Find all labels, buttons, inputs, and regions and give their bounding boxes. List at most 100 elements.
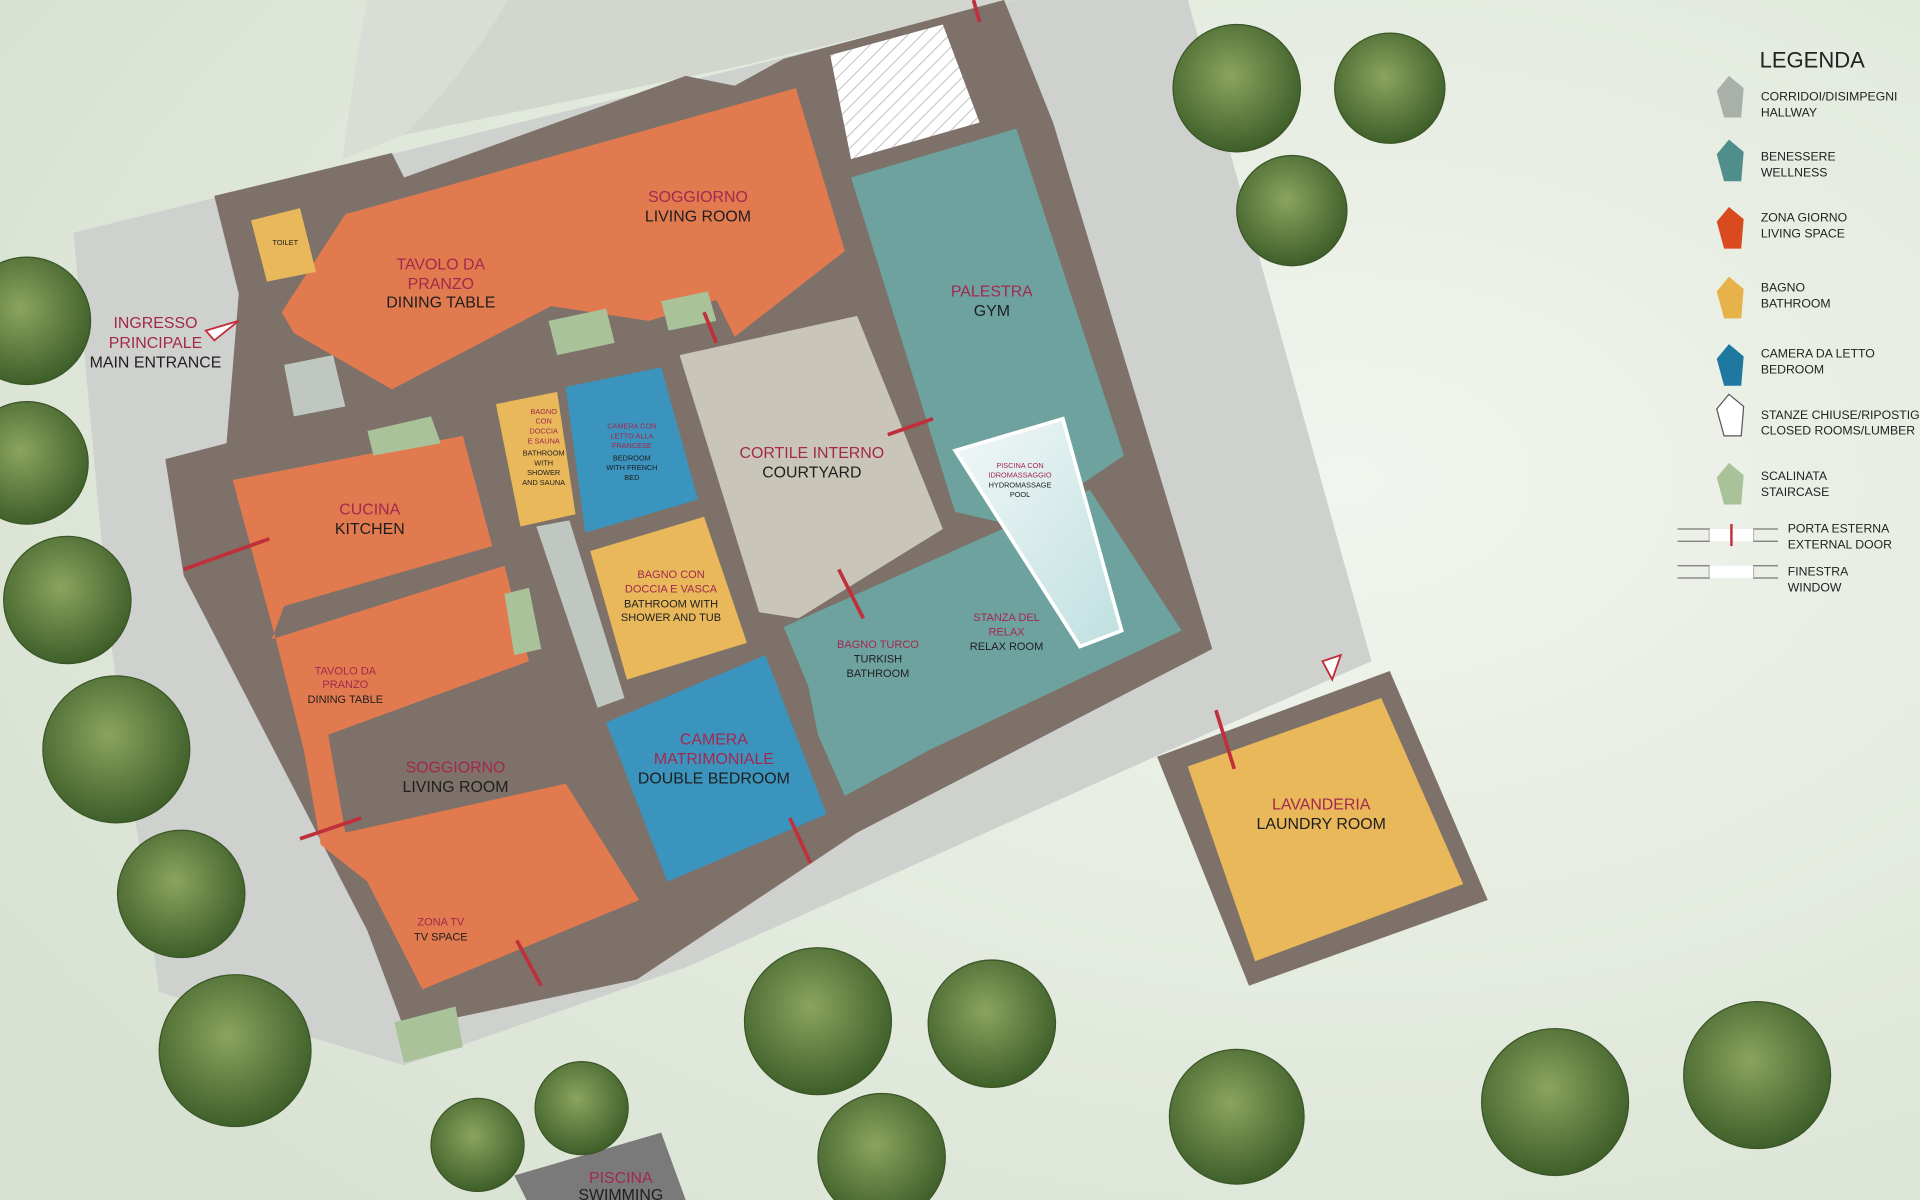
- tree: [1168, 1048, 1305, 1185]
- legend-label: SCALINATA: [1761, 469, 1828, 483]
- label-dining-left-en: DINING TABLE: [308, 694, 384, 706]
- tree: [3, 535, 132, 665]
- label-living-top-it: SOGGIORNO: [648, 189, 748, 206]
- label-french-bed-en: WITH FRENCH: [606, 463, 657, 472]
- room-toilet: [251, 208, 316, 282]
- label-double-bed-en: DOUBLE BEDROOM: [638, 771, 790, 788]
- tree: [430, 1097, 525, 1193]
- label-double-bed-it2: MATRIMONIALE: [654, 751, 774, 768]
- label-toilet: TOILET: [273, 238, 299, 247]
- legend-label: CAMERA DA LETTO: [1761, 347, 1875, 361]
- label-dining-top-en: DINING TABLE: [386, 294, 495, 311]
- legend-label: BAGNO: [1761, 280, 1805, 294]
- label-bath-sauna-en: BATHROOM: [523, 449, 565, 458]
- hallway-central: [536, 520, 625, 708]
- label-living-left-en: LIVING ROOM: [402, 779, 508, 796]
- label-gym-it: PALESTRA: [951, 283, 1033, 300]
- tree: [1683, 1001, 1832, 1150]
- label-entrance-it2: PRINCIPALE: [109, 335, 202, 352]
- label-entrance-it: INGRESSO: [114, 315, 198, 332]
- legend-swatch-bedroom: [1716, 344, 1744, 386]
- label-dining-left-it: TAVOLO DA: [315, 666, 377, 678]
- legend-swatch-bathroom: [1716, 276, 1744, 319]
- tree: [0, 256, 92, 386]
- legend-label: BATHROOM: [1761, 296, 1831, 310]
- label-courtyard-en: COURTYARD: [762, 465, 861, 482]
- label-double-bed-it: CAMERA: [680, 731, 748, 748]
- room-bath-sauna: [495, 391, 576, 527]
- label-turkish-it: BAGNO TURCO: [837, 639, 919, 651]
- room-pool: [952, 416, 1124, 649]
- label-pool-en: HYDROMASSAGE: [989, 480, 1052, 489]
- swimming-pool-area: [514, 1132, 686, 1200]
- room-french-bedroom: [565, 367, 698, 533]
- label-pool-en2: POOL: [1010, 490, 1030, 499]
- label-tv-en: TV SPACE: [414, 931, 468, 943]
- label-courtyard-it: CORTILE INTERNO: [740, 445, 885, 462]
- room-courtyard: [679, 315, 943, 619]
- tree: [534, 1061, 629, 1156]
- tree: [1334, 32, 1446, 144]
- label-laundry-it: LAVANDERIA: [1272, 796, 1371, 813]
- label-dining-left-it2: PRANZO: [322, 679, 368, 691]
- label-laundry-en: LAUNDRY ROOM: [1257, 816, 1386, 833]
- label-pool-it2: IDROMASSAGGIO: [988, 471, 1051, 480]
- room-bath-tub: [590, 516, 747, 680]
- room-laundry: [1187, 697, 1464, 962]
- label-dining-top-it: TAVOLO DA: [396, 256, 485, 273]
- legend-label: STAIRCASE: [1761, 485, 1829, 499]
- label-bath-tub-en: BATHROOM WITH: [624, 598, 718, 610]
- label-kitchen-it: CUCINA: [339, 501, 400, 518]
- legend-label: ZONA GIORNO: [1761, 211, 1847, 225]
- label-bath-tub-it2: DOCCIA E VASCA: [625, 584, 718, 596]
- tree: [927, 959, 1057, 1088]
- legend: LEGENDA CORRIDOI/DISIMPEGNI HALLWAY BENE…: [1677, 47, 1920, 594]
- closed-room-hatched: [830, 24, 980, 160]
- label-french-bed-en: BEDROOM: [613, 453, 651, 462]
- label-french-bed-it: CAMERA CON: [607, 422, 656, 431]
- label-french-bed-it: FRANCESE: [612, 441, 652, 450]
- staircases: [367, 291, 717, 1063]
- legend-swatch-living: [1716, 206, 1744, 249]
- label-dining-top-it2: PRANZO: [408, 276, 474, 293]
- trees: [0, 23, 1832, 1200]
- legend-title: LEGENDA: [1760, 47, 1866, 72]
- label-turkish-en: TURKISH: [854, 653, 902, 665]
- tree: [158, 974, 312, 1128]
- legend-label: BEDROOM: [1761, 362, 1824, 376]
- label-bath-tub-en2: SHOWER AND TUB: [621, 612, 721, 624]
- label-bath-sauna-it: E SAUNA: [528, 436, 560, 445]
- label-kitchen-en: KITCHEN: [335, 521, 405, 538]
- gravel-area: [404, 0, 1017, 135]
- entrance-arrow-icon: [204, 319, 240, 342]
- legend-label: FINESTRA: [1788, 565, 1849, 579]
- tree: [0, 401, 89, 525]
- external-doors: [183, 0, 1237, 987]
- label-bath-sauna-en: WITH: [534, 458, 553, 467]
- tree: [1172, 23, 1302, 153]
- room-living-top: [281, 88, 845, 390]
- tree: [743, 947, 893, 1096]
- label-bath-sauna-it: DOCCIA: [529, 426, 558, 435]
- tree: [817, 1092, 946, 1200]
- label-bath-tub-it: BAGNO CON: [637, 569, 704, 581]
- legend-label: BENESSERE: [1761, 149, 1836, 163]
- tree: [1481, 1027, 1630, 1177]
- legend-label: PORTA ESTERNA: [1788, 522, 1890, 536]
- legend-label: EXTERNAL DOOR: [1788, 538, 1892, 552]
- label-bath-sauna-it: BAGNO: [530, 407, 557, 416]
- label-tv-it: ZONA TV: [417, 917, 465, 929]
- legend-swatch-wellness: [1716, 139, 1744, 182]
- legend-door-symbol: [1677, 524, 1778, 579]
- room-living-left: [232, 435, 640, 990]
- label-living-left-it: SOGGIORNO: [406, 760, 506, 777]
- room-double-bedroom: [606, 655, 827, 882]
- laundry-arrow-icon: [1321, 653, 1343, 682]
- legend-label: CORRIDOI/DISIMPEGNI: [1761, 89, 1898, 103]
- legend-label: CLOSED ROOMS/LUMBER: [1761, 424, 1915, 438]
- label-french-bed-en: BED: [624, 473, 639, 482]
- tree: [116, 829, 246, 959]
- legend-swatch-hallway: [1716, 75, 1744, 118]
- label-bath-sauna-it: CON: [536, 417, 552, 426]
